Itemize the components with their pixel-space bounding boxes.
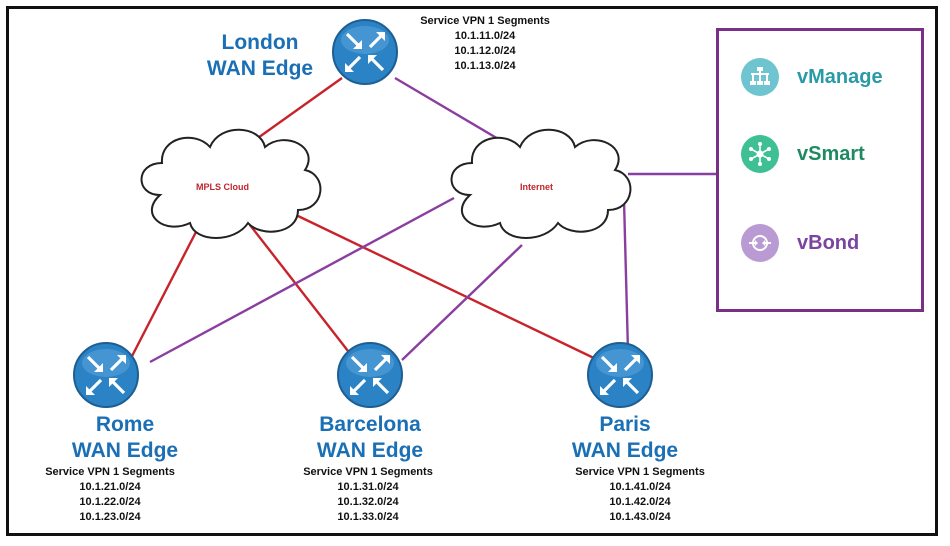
segment-item: 10.1.43.0/24 — [609, 511, 671, 523]
controller-vbond: vBond — [741, 223, 859, 263]
segments-title: Service VPN 1 Segments — [303, 466, 433, 478]
site-name-rome: Rome WAN Edge — [50, 412, 200, 464]
router-icon-paris — [587, 342, 653, 408]
routers-layer — [73, 19, 653, 408]
mpls-cloud-icon — [140, 128, 322, 239]
vsmart-icon — [741, 135, 779, 173]
segment-item: 10.1.32.0/24 — [337, 496, 399, 508]
site-name-line2: WAN Edge — [571, 439, 679, 462]
segments-london: Service VPN 1 Segments 10.1.11.0/24 10.1… — [410, 14, 560, 74]
vbond-label: vBond — [797, 231, 860, 254]
internet-cloud-icon — [450, 128, 632, 239]
controllers-panel: vManage vSmart — [716, 28, 924, 312]
site-name-line2: WAN Edge — [71, 439, 179, 462]
router-icon-rome — [73, 342, 139, 408]
segment-item: 10.1.22.0/24 — [79, 496, 141, 508]
site-name-line2: WAN Edge — [316, 439, 424, 462]
segment-item: 10.1.13.0/24 — [454, 60, 516, 72]
controller-vmanage: vManage — [741, 57, 883, 97]
vbond-icon — [741, 224, 779, 262]
london-internet-link — [394, 76, 501, 142]
paris-mpls-link — [297, 214, 599, 362]
segment-item: 10.1.33.0/24 — [337, 511, 399, 523]
vmanage-icon — [741, 58, 779, 96]
segment-item: 10.1.42.0/24 — [609, 496, 671, 508]
site-name-line1: Paris — [599, 413, 651, 436]
segment-item: 10.1.31.0/24 — [337, 481, 399, 493]
rome-mpls-link — [128, 229, 199, 361]
vmanage-label: vManage — [797, 65, 883, 88]
links-layer — [128, 76, 716, 364]
rome-internet-link — [149, 196, 455, 364]
segments-title: Service VPN 1 Segments — [420, 15, 550, 27]
site-name-paris: Paris WAN Edge — [550, 412, 700, 464]
segments-title: Service VPN 1 Segments — [575, 466, 705, 478]
internet-cloud-label: Internet — [520, 182, 554, 192]
site-name-line1: Rome — [95, 413, 155, 436]
site-name-line2: WAN Edge — [206, 57, 314, 80]
segments-rome: Service VPN 1 Segments 10.1.21.0/24 10.1… — [20, 465, 200, 525]
site-name-line1: London — [221, 31, 299, 54]
controller-vsmart: vSmart — [741, 134, 865, 174]
segment-item: 10.1.21.0/24 — [79, 481, 141, 493]
segments-paris: Service VPN 1 Segments 10.1.41.0/24 10.1… — [550, 465, 730, 525]
mpls-cloud-label: MPLS Cloud — [196, 182, 249, 192]
router-icon-barcelona — [337, 342, 403, 408]
clouds-layer — [140, 128, 632, 239]
segment-item: 10.1.12.0/24 — [454, 45, 516, 57]
segments-barcelona: Service VPN 1 Segments 10.1.31.0/24 10.1… — [278, 465, 458, 525]
london-mpls-link — [254, 77, 343, 141]
segment-item: 10.1.41.0/24 — [609, 481, 671, 493]
site-name-london: London WAN Edge — [200, 30, 320, 82]
paris-internet-link — [622, 199, 630, 353]
site-name-line1: Barcelona — [319, 413, 421, 436]
segment-item: 10.1.11.0/24 — [454, 30, 516, 42]
site-name-barcelona: Barcelona WAN Edge — [295, 412, 445, 464]
router-icon-london — [332, 19, 398, 85]
vsmart-label: vSmart — [797, 142, 865, 165]
segments-title: Service VPN 1 Segments — [45, 466, 175, 478]
barcelona-internet-link — [401, 244, 523, 361]
barcelona-mpls-link — [249, 224, 356, 361]
segment-item: 10.1.23.0/24 — [79, 511, 141, 523]
